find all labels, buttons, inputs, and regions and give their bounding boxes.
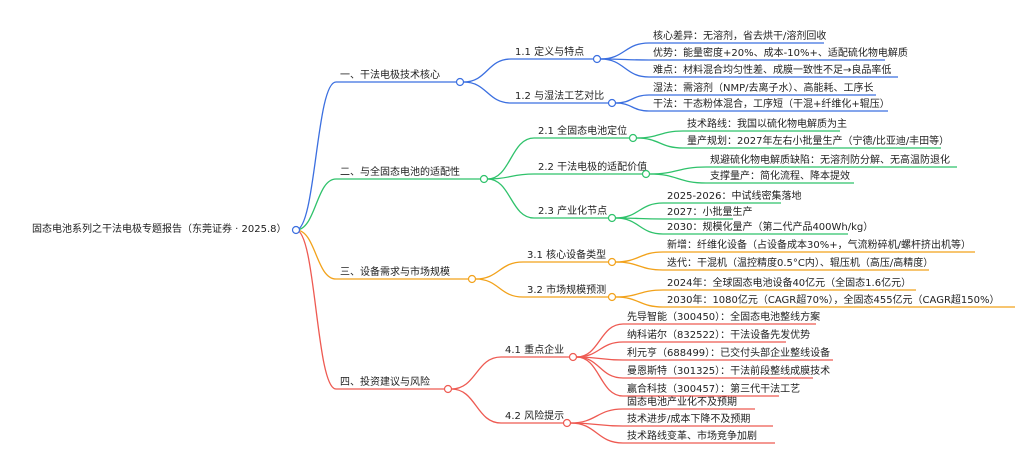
edge-branch-3-child-1: [475, 261, 524, 280]
leaf-2-3-3[interactable]: 2030：规模化量产（第二代产品400Wh/kg）: [667, 220, 873, 233]
child-2-2-label[interactable]: 2.2 干法电极的适配价值: [538, 160, 647, 173]
leaf-1-1-2[interactable]: 优势：能量密度+20%、成本-10%+、适配硫化物电解质: [653, 46, 908, 59]
branch-4-collapse-toggle[interactable]: [443, 384, 453, 394]
edge-branch-3-child-2: [475, 278, 524, 298]
edge-branch-2-child-3: [487, 178, 535, 219]
edge-child-4-1-leaf-2: [576, 341, 624, 358]
leaf-1-1-1[interactable]: 核心差异：无溶剂，省去烘干/溶剂回收: [653, 29, 826, 42]
root-collapse-toggle[interactable]: [291, 225, 301, 235]
edge-child-3-1-leaf-2: [615, 261, 664, 271]
leaf-4-2-1[interactable]: 固态电池产业化不及预期: [627, 395, 737, 408]
edge-branch-2-child-1: [487, 137, 535, 180]
branch-2-collapse-toggle[interactable]: [479, 174, 489, 184]
edge-child-2-1-leaf-1: [636, 130, 684, 139]
edge-root-branch-4: [295, 229, 337, 390]
leaf-1-2-1[interactable]: 湿法：需溶剂（NMP/去离子水）、高能耗、工序长: [653, 81, 874, 94]
edge-branch-4-child-1: [451, 356, 502, 390]
edge-child-4-2-leaf-1: [570, 408, 624, 424]
branch-4-label[interactable]: 四、投资建议与风险: [340, 375, 430, 388]
child-1-2-collapse-toggle[interactable]: [607, 98, 617, 108]
edge-child-2-2-leaf-1: [649, 166, 707, 175]
root-label[interactable]: 固态电池系列之干法电极专题报告（东莞证券 · 2025.8）: [32, 222, 287, 235]
branch-1-label[interactable]: 一、干法电极技术核心: [340, 68, 440, 81]
child-4-1-label[interactable]: 4.1 重点企业: [505, 343, 564, 356]
edge-child-4-1-leaf-1: [576, 323, 624, 358]
edge-child-1-1-leaf-3: [600, 58, 650, 78]
edge-child-2-3-leaf-3: [615, 217, 664, 235]
leaf-3-1-1[interactable]: 新增：纤维化设备（占设备成本30%+，气流粉碎机/螺杆挤出机等）: [667, 238, 971, 251]
branch-1-collapse-toggle[interactable]: [455, 77, 465, 87]
edge-root-branch-3: [295, 229, 337, 280]
child-3-1-collapse-toggle[interactable]: [607, 257, 617, 267]
edge-root-branch-1: [295, 81, 337, 231]
child-1-1-collapse-toggle[interactable]: [592, 54, 602, 64]
edge-child-1-1-leaf-1: [600, 42, 650, 60]
leaf-1-2-2[interactable]: 干法：干态粉体混合，工序短（干混+纤维化+辊压）: [653, 97, 890, 110]
edge-root-branch-2: [295, 178, 337, 231]
leaf-4-2-2[interactable]: 技术进步/成本下降不及预期: [627, 412, 750, 425]
leaf-4-1-3[interactable]: 利元亨（688499）：已交付头部企业整线设备: [627, 346, 830, 359]
edge-branch-1-child-1: [463, 58, 512, 83]
branch-3-label[interactable]: 三、设备需求与市场规模: [340, 265, 450, 278]
leaf-4-1-5[interactable]: 赢合科技（300457）：第三代干法工艺: [627, 382, 800, 395]
leaf-4-1-4[interactable]: 曼恩斯特（301325）：干法前段整线成膜技术: [627, 364, 830, 377]
leaf-2-2-1[interactable]: 规避硫化物电解质缺陷：无溶剂防分解、无高温防退化: [710, 153, 950, 166]
child-3-2-collapse-toggle[interactable]: [607, 292, 617, 302]
leaf-3-2-2[interactable]: 2030年：1080亿元（CAGR超70%），全固态455亿元（CAGR超150…: [667, 293, 1000, 306]
child-3-1-label[interactable]: 3.1 核心设备类型: [527, 248, 606, 261]
edge-child-1-2-leaf-1: [615, 94, 650, 104]
child-2-3-label[interactable]: 2.3 产业化节点: [538, 204, 607, 217]
child-4-1-collapse-toggle[interactable]: [568, 352, 578, 362]
edge-child-2-1-leaf-2: [636, 137, 684, 149]
leaf-2-3-1[interactable]: 2025-2026：中试线密集落地: [667, 189, 802, 202]
child-1-2-label[interactable]: 1.2 与湿法工艺对比: [515, 89, 604, 102]
leaf-4-2-3[interactable]: 技术路线变革、市场竞争加剧: [627, 429, 757, 442]
leaf-2-2-2[interactable]: 支撑量产：简化流程、降本提效: [710, 169, 850, 182]
leaf-1-1-3[interactable]: 难点：材料混合均匀性差、成膜一致性不足→良品率低: [653, 63, 891, 76]
edge-branch-1-child-2: [463, 81, 512, 104]
leaf-2-1-2[interactable]: 量产规划：2027年左右小批量生产（宁德/比亚迪/丰田等）: [687, 134, 949, 147]
edge-child-4-2-leaf-3: [570, 422, 624, 444]
child-3-2-label[interactable]: 3.2 市场规模预测: [527, 283, 606, 296]
child-2-3-collapse-toggle[interactable]: [607, 213, 617, 223]
branch-2-label[interactable]: 二、与全固态电池的适配性: [340, 165, 460, 178]
child-2-1-collapse-toggle[interactable]: [628, 133, 638, 143]
leaf-2-3-2[interactable]: 2027：小批量生产: [667, 205, 752, 218]
leaf-4-1-1[interactable]: 先导智能（300450）：全固态电池整线方案: [627, 310, 820, 323]
leaf-3-2-1[interactable]: 2024年：全球固态电池设备40亿元（全固态1.6亿元）: [667, 276, 911, 289]
edge-child-3-2-leaf-1: [615, 289, 664, 298]
leaf-4-1-2[interactable]: 纳科诺尔（832522）：干法设备先发优势: [627, 328, 810, 341]
child-1-1-label[interactable]: 1.1 定义与特点: [515, 45, 584, 58]
leaf-3-1-2[interactable]: 迭代：干混机（温控精度0.5°C内）、辊压机（高压/高精度）: [667, 256, 933, 269]
edge-child-1-2-leaf-2: [615, 102, 650, 112]
leaf-2-1-1[interactable]: 技术路线：我国以硫化物电解质为主: [687, 117, 847, 130]
child-4-2-collapse-toggle[interactable]: [562, 418, 572, 428]
edge-child-2-3-leaf-1: [615, 202, 664, 219]
edge-child-4-1-leaf-5: [576, 356, 624, 397]
edge-child-3-2-leaf-2: [615, 296, 664, 308]
edge-branch-2-child-2: [487, 173, 535, 180]
edge-child-2-2-leaf-2: [649, 173, 707, 184]
branch-3-collapse-toggle[interactable]: [467, 274, 477, 284]
child-4-2-label[interactable]: 4.2 风险提示: [505, 409, 564, 422]
edge-child-3-1-leaf-1: [615, 251, 664, 263]
edge-branch-4-child-2: [451, 388, 502, 424]
child-2-2-collapse-toggle[interactable]: [641, 169, 651, 179]
child-2-1-label[interactable]: 2.1 全固态电池定位: [538, 124, 627, 137]
